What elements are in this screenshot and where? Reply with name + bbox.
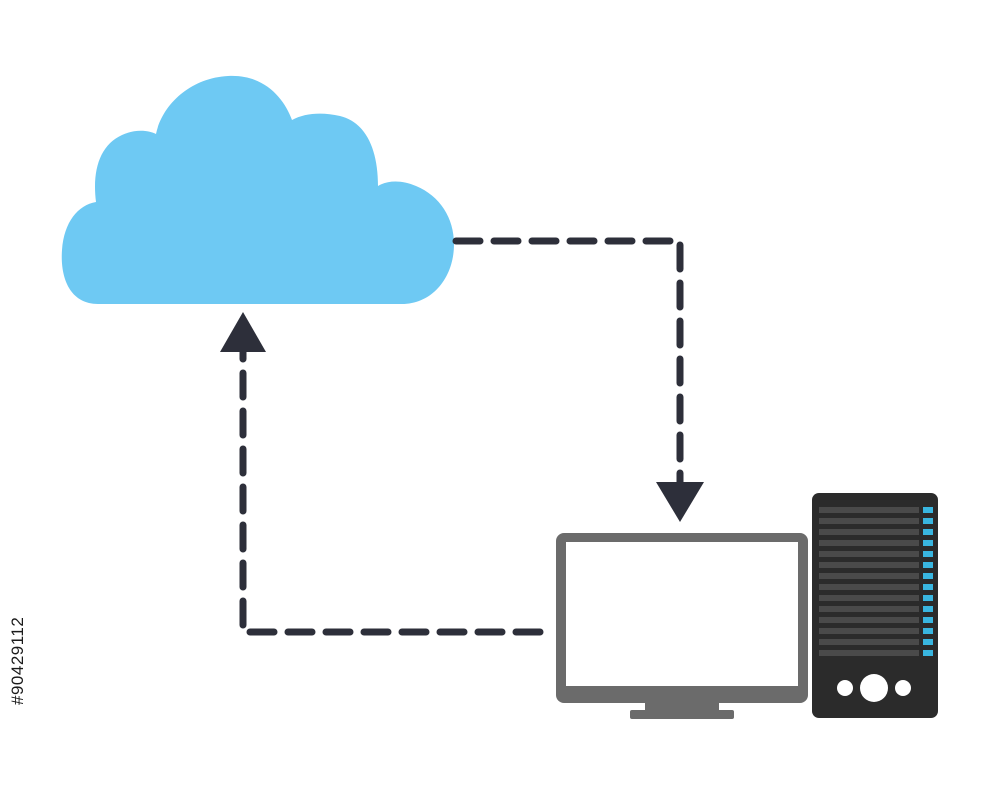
tower-drive-bay [819, 617, 919, 623]
tower-drive-bay [819, 584, 919, 590]
tower-status-led [923, 606, 933, 612]
tower-status-leds [923, 507, 933, 656]
monitor-icon [556, 533, 808, 719]
tower-drive-bay [819, 606, 919, 612]
tower-drive-bay [819, 573, 919, 579]
arrow-down-icon [656, 482, 704, 522]
tower-status-led [923, 507, 933, 513]
server-tower-icon [812, 493, 938, 718]
tower-status-led [923, 540, 933, 546]
tower-power-button [860, 674, 888, 702]
tower-status-led [923, 551, 933, 557]
tower-drive-bay [819, 562, 919, 568]
tower-status-led [923, 573, 933, 579]
tower-drive-bay [819, 639, 919, 645]
monitor-neck [645, 703, 719, 711]
tower-status-led [923, 595, 933, 601]
tower-drive-bay [819, 595, 919, 601]
tower-small-button [895, 680, 911, 696]
tower-drive-bay [819, 507, 919, 513]
tower-small-button [837, 680, 853, 696]
tower-drive-bay [819, 551, 919, 557]
tower-status-led [923, 518, 933, 524]
stock-image-id: #90429112 [8, 616, 27, 705]
tower-drive-bays [819, 507, 919, 656]
tower-drive-bay [819, 650, 919, 656]
cloud-icon [61, 75, 455, 305]
monitor-screen [566, 542, 798, 686]
tower-status-led [923, 650, 933, 656]
tower-drive-bay [819, 529, 919, 535]
tower-status-led [923, 562, 933, 568]
tower-status-led [923, 617, 933, 623]
arrow-up-icon [220, 312, 266, 352]
monitor-base [630, 710, 734, 719]
connector-cloud-to-monitor [452, 237, 704, 522]
tower-body [812, 493, 938, 718]
connector-monitor-to-cloud [220, 312, 544, 636]
tower-status-led [923, 584, 933, 590]
tower-status-led [923, 529, 933, 535]
tower-status-led [923, 628, 933, 634]
tower-drive-bay [819, 518, 919, 524]
tower-drive-bay [819, 628, 919, 634]
tower-drive-bay [819, 540, 919, 546]
tower-status-led [923, 639, 933, 645]
